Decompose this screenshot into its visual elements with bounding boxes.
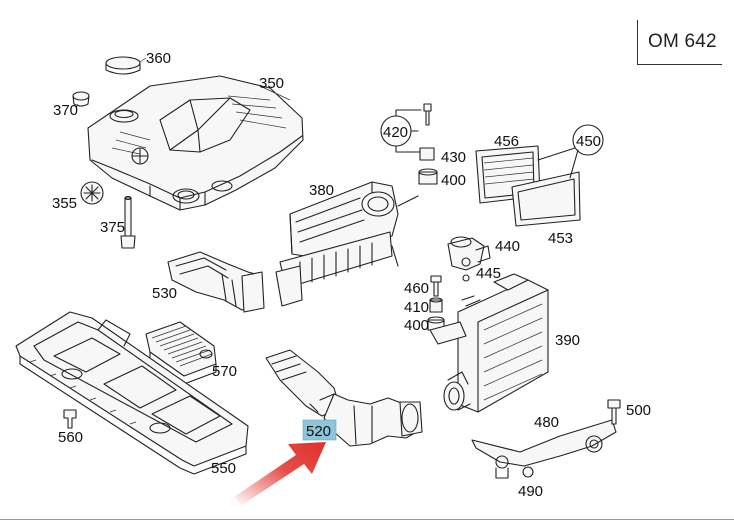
callout-500: 500: [626, 402, 651, 419]
callout-400-top: 400: [441, 172, 466, 189]
engine-code-box: [637, 20, 722, 65]
grommet-370: [72, 91, 90, 109]
cap-360: [105, 56, 147, 75]
callout-520: 520: [306, 423, 331, 440]
callout-355: 355: [52, 195, 77, 212]
bolt-420-group: [380, 103, 438, 185]
hose-520: [265, 349, 423, 447]
air-filter-456-453: [475, 124, 604, 227]
callout-350: 350: [259, 75, 284, 92]
connector-440: [447, 236, 491, 282]
highlight-arrow: [234, 442, 326, 505]
engine-code-label: OM 642: [648, 31, 717, 52]
callout-453: 453: [548, 230, 573, 247]
callout-480: 480: [534, 414, 559, 431]
callout-560: 560: [58, 429, 83, 446]
callout-430: 430: [441, 149, 466, 166]
callout-390: 390: [555, 332, 580, 349]
callout-445: 445: [476, 265, 501, 282]
tray-550: [15, 311, 249, 475]
engine-cover-350: [87, 75, 304, 211]
emblem-355: [80, 181, 104, 205]
callout-420: 420: [383, 124, 408, 141]
clip-560: [63, 409, 77, 429]
bolt-stack-460: [427, 275, 445, 331]
intercooler-390: [429, 273, 549, 413]
bolt-375: [120, 195, 136, 249]
callout-370: 370: [53, 102, 78, 119]
callout-380: 380: [309, 182, 334, 199]
callout-440: 440: [495, 238, 520, 255]
callout-360: 360: [146, 50, 171, 67]
callout-530: 530: [152, 285, 177, 302]
bottom-divider: [0, 519, 734, 520]
air-filter-housing-380: [275, 181, 419, 307]
bracket-480: [471, 399, 621, 479]
callout-570: 570: [212, 363, 237, 380]
callout-460: 460: [404, 280, 429, 297]
callout-490: 490: [518, 483, 543, 500]
duct-530: [167, 251, 265, 313]
callout-375: 375: [100, 219, 125, 236]
callout-456: 456: [494, 133, 519, 150]
callout-410: 410: [404, 299, 429, 316]
callout-450: 450: [576, 133, 601, 150]
highlight-box-520: [302, 419, 337, 441]
callout-400-lower: 400: [404, 317, 429, 334]
callout-550: 550: [211, 460, 236, 477]
